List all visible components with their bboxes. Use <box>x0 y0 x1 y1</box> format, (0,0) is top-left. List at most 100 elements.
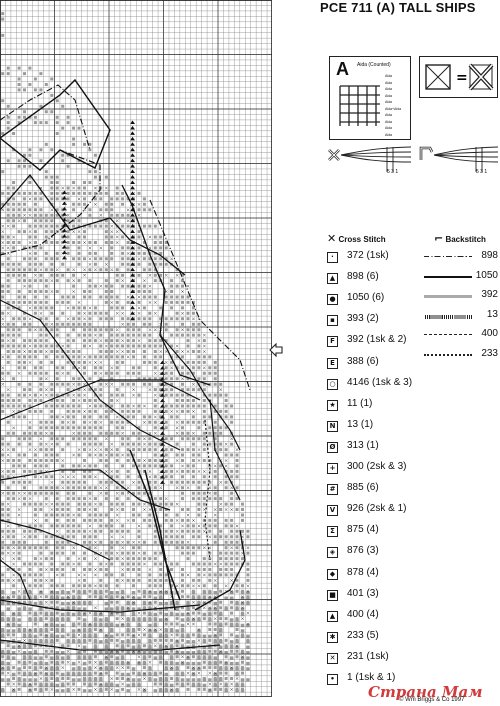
cross-legend-text: 885 (6) <box>347 482 379 494</box>
cross-legend-row: ▲ 898 (6) <box>327 271 500 287</box>
backstitch-legend-row: 400 <box>424 328 500 340</box>
aida-weave-icon <box>339 85 380 126</box>
backstitch-legend-row: 13 <box>424 309 500 321</box>
aida-label: Aida <box>385 132 393 137</box>
e-symbol-icon: E <box>327 357 338 369</box>
dash-dot-line-icon <box>424 256 472 257</box>
cross-legend-text: 926 (2sk & 1) <box>347 503 407 515</box>
cross-legend-text: 878 (4) <box>347 566 379 578</box>
cross-legend-text: 401 (3) <box>347 587 379 599</box>
dot-symbol-icon: • <box>327 674 338 685</box>
cross-legend-row: ✱ 233 (5) <box>327 630 500 646</box>
cross-legend-text: 388 (6) <box>347 355 379 367</box>
cross-legend-text: 4146 (1sk & 3) <box>347 376 413 388</box>
backstitch-title: Backstitch <box>445 235 486 244</box>
copyright-text: © Wm Briggs & Co 1997 <box>399 697 465 703</box>
cross-legend-text: 13 (1) <box>347 418 374 430</box>
cross-legend-row: ○ 4146 (1sk & 3) <box>327 377 500 393</box>
cross-legend-row: Ø 313 (1) <box>327 440 500 456</box>
triangle-in-square-symbol-icon: ▲ <box>327 273 338 285</box>
x-symbol-icon: ✕ <box>327 652 338 664</box>
aida-caption: Aida (Counted) <box>357 62 391 68</box>
dashed-line-icon <box>424 334 472 336</box>
backstitch-heading: ⌐ Backstitch <box>434 232 486 245</box>
backstitch-legend-row: 1050 <box>424 270 500 282</box>
center-arrow-icon <box>269 343 283 357</box>
cross-legend-row: +300 (2sk & 3) <box>327 461 500 477</box>
backstitch-legend-row: 233 <box>424 348 500 360</box>
aida-label: Aida <box>385 119 393 124</box>
aida-label: Aida <box>385 126 393 130</box>
v-symbol-icon: V <box>327 505 338 517</box>
cross-legend-row: V 926 (2sk & 1) <box>327 503 500 519</box>
cross-legend-text: 231 (1sk) <box>347 650 389 662</box>
backstitch-number: 898 <box>481 250 498 261</box>
n-symbol-icon: N <box>327 420 338 432</box>
cross-legend-text: 11 (1) <box>347 397 373 409</box>
cross-legend-text: 372 (1sk) <box>347 250 389 261</box>
cross-legend-row: #885 (6) <box>327 482 500 498</box>
solid-bold-line-icon <box>424 275 472 278</box>
cross-legend-row: ▲ 400 (4) <box>327 609 500 625</box>
filled-diamond-symbol-icon: ◆ <box>327 568 338 580</box>
cross-stitch-diagram: = <box>419 56 498 98</box>
backstitch-legend-row: 392 <box>424 289 500 301</box>
aida-label: Aida <box>385 87 393 91</box>
cross-stitch-icon: ✕ <box>327 232 337 245</box>
cross-legend-row: ●1050 (6) <box>327 292 500 308</box>
cross-stitch-title: Cross Stitch <box>338 235 386 244</box>
cross-stitch-equals-icon: = <box>425 63 494 91</box>
backstitch-number: 13 <box>486 308 498 320</box>
star-symbol-icon: ★ <box>327 399 338 411</box>
backstitch-number: 400 <box>481 328 498 340</box>
backstitch-number: 392 <box>481 289 498 301</box>
circle-symbol-icon: ○ <box>327 378 338 390</box>
cross-hatch-symbol-icon: # <box>327 484 338 496</box>
slashed-circle-symbol-icon: Ø <box>327 441 338 453</box>
aida-label: Aida <box>385 113 393 117</box>
cross-legend-text: 300 (2sk & 3) <box>347 461 407 472</box>
ship-backstitch-outlines <box>0 78 251 651</box>
page-title: PCE 711 (A) TALL SHIPS <box>320 0 476 15</box>
aida-label: Aida <box>385 93 393 98</box>
cross-legend-row: ★ 11 (1) <box>327 398 500 414</box>
square-dot-symbol-icon: · <box>327 252 338 263</box>
cross-stitch-chart <box>0 0 272 697</box>
aida-label: Aida <box>385 74 393 78</box>
aida-label: Aida+Aida <box>385 106 402 111</box>
cross-legend-row: ◆ 878 (4) <box>327 567 500 583</box>
cross-legend-text: 876 (3) <box>347 545 379 557</box>
sigma-symbol-icon: Σ <box>327 526 338 538</box>
cross-legend-text: 400 (4) <box>347 608 379 620</box>
cross-legend-row: •1 (1sk & 1) <box>327 672 500 688</box>
svg-text:5 3 1: 5 3 1 <box>476 169 487 174</box>
cross-legend-text: 233 (5) <box>347 629 379 641</box>
backstitch-number: 233 <box>481 348 498 359</box>
cross-legend-text: 313 (1) <box>347 439 379 451</box>
hatched-line-icon <box>424 314 472 319</box>
cross-stitch-heading: ✕ Cross Stitch <box>327 232 386 245</box>
cross-legend-text: 898 (6) <box>347 271 379 283</box>
cross-legend-text: 392 (1sk & 2) <box>347 334 407 346</box>
cross-legend-row: E 388 (6) <box>327 356 500 372</box>
cross-legend-row: ◈876 (3) <box>327 545 500 561</box>
cross-legend-text: 393 (2) <box>347 313 379 325</box>
chart-symbols <box>1 12 250 693</box>
cross-legend-text: 1050 (6) <box>347 292 385 304</box>
cross-legend-row: ▪393 (2) <box>327 313 500 329</box>
backstitch-thread-icon: 5 3 1 <box>419 146 499 174</box>
asterisk-symbol-icon: ✱ <box>327 631 338 643</box>
cross-stitch-thread-icon: 5 3 1 <box>328 146 412 174</box>
cross-legend-row: ■ 401 (3) <box>327 588 500 604</box>
plus-symbol-icon: + <box>327 463 338 474</box>
backstitch-legend-row: 898 <box>424 250 500 262</box>
watermark-logo: Страна Мам <box>368 683 483 701</box>
filled-triangle-symbol-icon: ▲ <box>327 610 338 622</box>
gray-line-icon <box>424 295 472 299</box>
filled-square-symbol-icon: ■ <box>327 589 338 601</box>
aida-label: Aida <box>385 100 393 104</box>
